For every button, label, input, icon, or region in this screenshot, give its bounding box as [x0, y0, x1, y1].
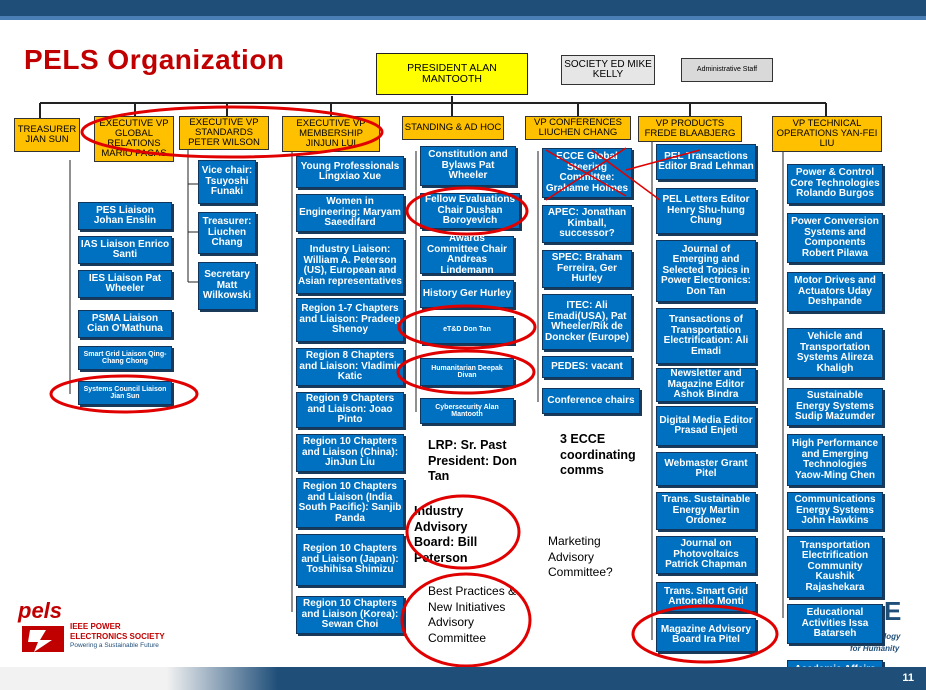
highlight-circle [400, 572, 532, 668]
technical-item: Power & Control Core Technologies Roland… [787, 164, 883, 204]
membership-item: Industry Liaison: William A. Peterson (U… [296, 238, 404, 294]
conference-item: SPEC: Braham Ferreira, Ger Hurley [542, 250, 632, 288]
product-item: PEL Letters Editor Henry Shu-hung Chung [656, 188, 756, 234]
membership-item: Women in Engineering: Maryam Saeedifard [296, 194, 404, 232]
president-box: PRESIDENT ALAN MANTOOTH [376, 53, 528, 95]
product-item: PEL Transactions Editor Brad Lehman [656, 144, 756, 180]
admin-staff-box: Administrative Staff [681, 58, 773, 82]
logo-wordmark: pels [18, 598, 63, 623]
product-item: Digital Media Editor Prasad Enjeti [656, 406, 756, 446]
standards-item: Treasurer: Liuchen Chang [198, 212, 256, 254]
strike-line [545, 147, 627, 201]
standing-adhoc-box: STANDING & AD HOC [402, 116, 504, 140]
technical-item: Educational Activities Issa Batarseh [787, 604, 883, 644]
membership-item: Region 10 Chapters and Liaison (Japan): … [296, 534, 404, 586]
membership-item: Region 8 Chapters and Liaison: Vladimir … [296, 348, 404, 386]
ecce-note: 3 ECCE coordinating comms [560, 432, 636, 478]
industry-board-note: Industry Advisory Board: Bill Peterson [414, 504, 478, 565]
exec-vp-standards-box: EXECUTIVE VP STANDARDS PETER WILSON [179, 116, 269, 150]
highlight-circle [80, 105, 384, 159]
top-banner-stripe [0, 16, 926, 20]
strike-line [625, 149, 701, 171]
standing-item: Fellow Evaluations Chair Dushan Boroyevi… [420, 193, 520, 229]
product-item: Magazine Advisory Board Ira Pitel [656, 618, 756, 652]
membership-item: Region 10 Chapters and Liaison (India So… [296, 478, 404, 528]
logo-tagline: Powering a Sustainable Future [70, 642, 159, 649]
highlight-circle [631, 604, 779, 664]
product-item: Transactions of Transportation Electrifi… [656, 308, 756, 364]
product-item: Trans. Sustainable Energy Martin Ordonez [656, 492, 756, 530]
global-item: Smart Grid Liaison Qing-Chang Chong [78, 346, 172, 370]
pels-logo: pels IEEE POWER ELECTRONICS SOCIETY Powe… [18, 598, 208, 658]
vp-conferences-box: VP CONFERENCES LIUCHEN CHANG [525, 116, 631, 140]
treasurer-box: TREASURER JIAN SUN [14, 118, 80, 152]
global-item: PES Liaison Johan Enslin [78, 202, 172, 230]
standards-item: Vice chair: Tsuyoshi Funaki [198, 160, 256, 204]
highlight-circle [397, 304, 537, 350]
product-item: Webmaster Grant Pitel [656, 452, 756, 486]
top-banner [0, 0, 926, 16]
standing-item: Humanitarian Deepak Divan [420, 358, 514, 386]
logo-org-line1: IEEE POWER [70, 622, 121, 631]
global-item: Systems Council Liaison Jian Sun [78, 381, 172, 405]
logo-lightning-icon [22, 626, 64, 652]
product-item: Newsletter and Magazine Editor Ashok Bin… [656, 368, 756, 402]
ieee-fragment-letter: E [884, 596, 902, 626]
highlight-circle [405, 494, 521, 570]
conference-item: ITEC: Ali Emadi(USA), Pat Wheeler/Rik de… [542, 294, 632, 350]
technical-item: Transportation Electrification Community… [787, 536, 883, 598]
page-title: PELS Organization [24, 44, 285, 75]
technical-item: Motor Drives and Actuators Uday Deshpand… [787, 272, 883, 312]
membership-item: Region 10 Chapters and Liaison (Korea): … [296, 596, 404, 634]
highlight-circle [405, 186, 529, 236]
conference-item: APEC: Jonathan Kimball, successor? [542, 205, 632, 243]
highlight-circle [49, 374, 199, 414]
standing-item: History Ger Hurley [420, 280, 514, 308]
lrp-note: LRP: Sr. Past President: Don Tan [428, 438, 517, 484]
exec-vp-membership-box: EXECUTIVE VP MEMBERSHIP JINJUN LUI [282, 116, 380, 152]
standing-item: eT&D Don Tan [420, 316, 514, 344]
product-item: Journal on Photovoltaics Patrick Chapman [656, 536, 756, 574]
highlight-circle [396, 349, 536, 395]
membership-item: Region 9 Chapters and Liaison: Joao Pint… [296, 392, 404, 428]
page-number: 11 [902, 672, 914, 684]
conference-item: PEDES: vacant [542, 356, 632, 378]
ieee-fragment-line1: logy [884, 632, 901, 641]
best-practices-note: Best Practices & New Initiatives Advisor… [428, 584, 517, 645]
technical-item: Communications Energy Systems John Hawki… [787, 492, 883, 530]
standing-item: Constitution and Bylaws Pat Wheeler [420, 146, 516, 186]
technical-item: Vehicle and Transportation Systems Alire… [787, 328, 883, 378]
society-ed-box: SOCIETY ED MIKE KELLY [561, 55, 655, 85]
technical-item: Sustainable Energy Systems Sudip Mazumde… [787, 388, 883, 426]
footer-banner [0, 667, 926, 690]
logo-org-line2: ELECTRONICS SOCIETY [70, 631, 165, 641]
global-item: IES Liaison Pat Wheeler [78, 270, 172, 298]
standing-item: Awards Committee Chair Andreas Lindemann [420, 233, 514, 275]
membership-item: Region 10 Chapters and Liaison (China): … [296, 434, 404, 472]
strike-line [591, 149, 661, 201]
ieee-fragment-line2: for Humanity [850, 644, 900, 653]
strike-line [545, 149, 627, 197]
technical-item: Power Conversion Systems and Components … [787, 213, 883, 263]
membership-item: Young Professionals Lingxiao Xue [296, 156, 404, 188]
global-item: IAS Liaison Enrico Santi [78, 236, 172, 264]
vp-products-box: VP PRODUCTS FREDE BLAABJERG [638, 116, 742, 142]
standing-item: Cybersecurity Alan Mantooth [420, 398, 514, 424]
product-item: Journal of Emerging and Selected Topics … [656, 240, 756, 302]
standards-item: Secretary Matt Wilkowski [198, 262, 256, 310]
conference-item: Conference chairs [542, 388, 640, 414]
membership-item: Region 1-7 Chapters and Liaison: Pradeep… [296, 298, 404, 342]
vp-technical-box: VP TECHNICAL OPERATIONS YAN-FEI LIU [772, 116, 882, 152]
technical-item: High Performance and Emerging Technologi… [787, 434, 883, 486]
marketing-note: Marketing Advisory Committee? [548, 534, 613, 580]
global-item: PSMA Liaison Cian O'Mathuna [78, 310, 172, 338]
